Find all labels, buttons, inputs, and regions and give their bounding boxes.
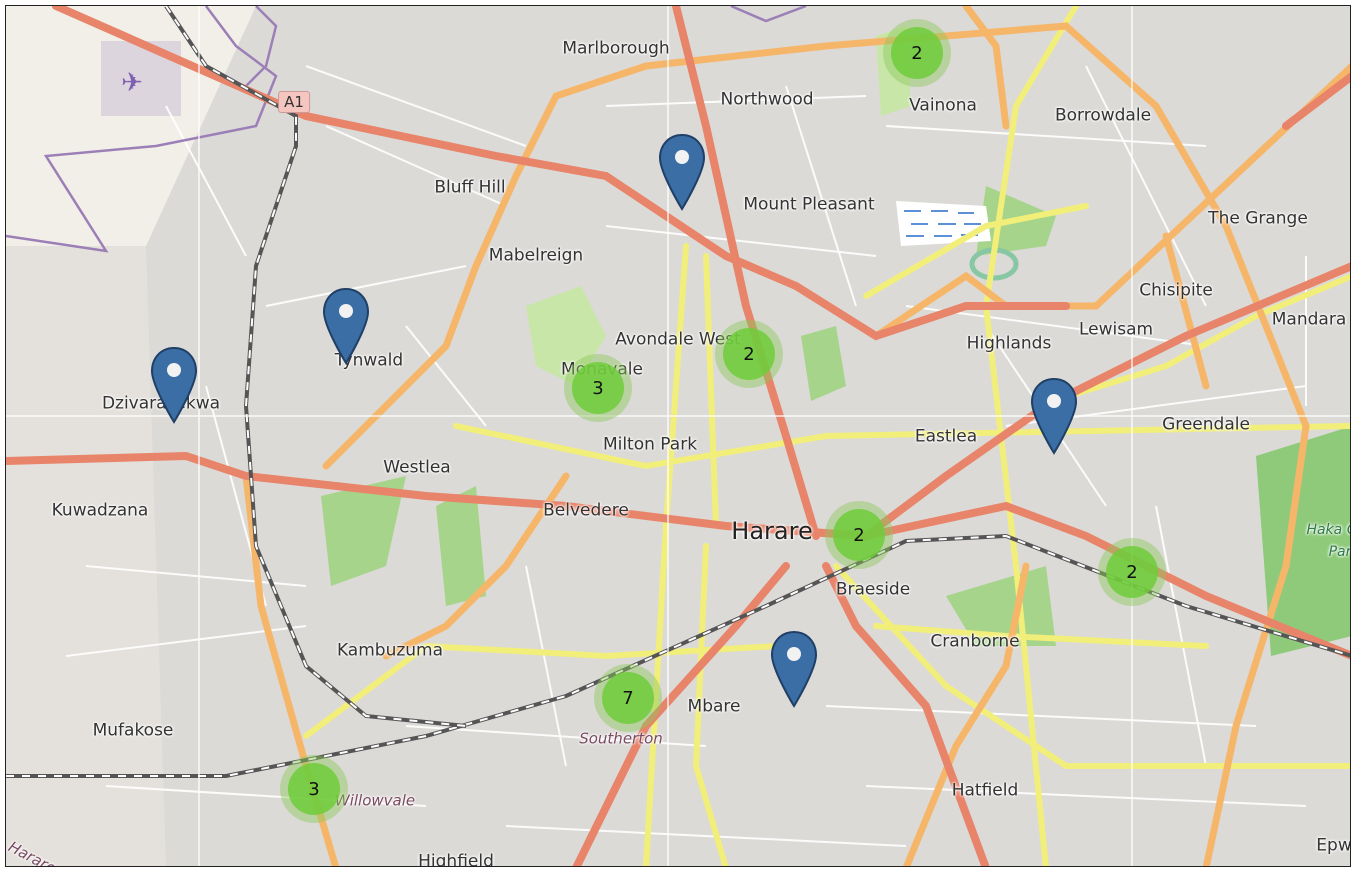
cluster-count: 2 bbox=[723, 328, 775, 380]
place-label-vainona: Vainona bbox=[909, 95, 977, 116]
place-label-willowvale: Willowvale bbox=[334, 791, 416, 810]
map-pin-marker[interactable] bbox=[150, 346, 198, 424]
place-label-hatfield: Hatfield bbox=[951, 780, 1019, 801]
place-label-chisipite: Chisipite bbox=[1139, 280, 1213, 301]
place-label-mount-pleasant: Mount Pleasant bbox=[743, 194, 875, 215]
location-pin-icon bbox=[322, 287, 370, 365]
road-badge-a1: A1 bbox=[278, 91, 310, 113]
cluster-count: 3 bbox=[572, 362, 624, 414]
cluster-marker-avondale[interactable]: 2 bbox=[715, 320, 783, 388]
place-label-mbare: Mbare bbox=[687, 696, 741, 717]
map-base-layer: ✈ bbox=[6, 6, 1350, 866]
place-label-borrowdale: Borrowdale bbox=[1054, 105, 1152, 126]
place-label-dzivarasekwa: Dzivarasekwa bbox=[101, 393, 221, 414]
map-pin-marker[interactable] bbox=[658, 133, 706, 211]
place-label-lewisam: Lewisam bbox=[1078, 319, 1154, 340]
map-pin-marker[interactable] bbox=[770, 630, 818, 708]
place-label-haka-park-line2: Par bbox=[1328, 544, 1351, 560]
place-label-marlborough: Marlborough bbox=[562, 38, 670, 59]
place-label-highlands: Highlands bbox=[966, 333, 1052, 354]
place-label-southerton: Southerton bbox=[579, 729, 663, 748]
cluster-marker-willowvale[interactable]: 3 bbox=[280, 755, 348, 823]
place-label-cranborne: Cranborne bbox=[930, 631, 1020, 652]
cluster-marker-vainona[interactable]: 2 bbox=[883, 19, 951, 87]
place-label-mandara: Mandara bbox=[1271, 309, 1347, 330]
svg-text:✈: ✈ bbox=[121, 68, 143, 98]
place-label-mabelreign: Mabelreign bbox=[488, 245, 584, 266]
cluster-marker-monavale[interactable]: 3 bbox=[564, 354, 632, 422]
place-label-kambuzuma: Kambuzuma bbox=[336, 640, 444, 661]
cluster-count: 3 bbox=[288, 763, 340, 815]
location-pin-icon bbox=[150, 346, 198, 424]
place-label-epworth: Epw bbox=[1316, 835, 1351, 856]
place-label-harare: Harare bbox=[731, 517, 813, 545]
place-label-milton-park: Milton Park bbox=[602, 434, 698, 455]
place-label-bluff-hill: Bluff Hill bbox=[434, 177, 506, 198]
place-label-mufakose: Mufakose bbox=[92, 720, 174, 741]
map-canvas[interactable]: ✈ bbox=[5, 5, 1351, 867]
location-pin-icon bbox=[1030, 377, 1078, 455]
cluster-count: 2 bbox=[891, 27, 943, 79]
cluster-count: 2 bbox=[833, 509, 885, 561]
place-label-the-grange: The Grange bbox=[1208, 208, 1308, 229]
cluster-count: 2 bbox=[1106, 546, 1158, 598]
place-label-northwood: Northwood bbox=[720, 89, 814, 110]
cluster-marker-harare[interactable]: 2 bbox=[825, 501, 893, 569]
location-pin-icon bbox=[770, 630, 818, 708]
place-label-eastlea: Eastlea bbox=[914, 426, 978, 447]
cluster-marker-southerton[interactable]: 7 bbox=[594, 664, 662, 732]
cluster-marker-greendale[interactable]: 2 bbox=[1098, 538, 1166, 606]
place-label-braeside: Braeside bbox=[835, 579, 911, 600]
place-label-westlea: Westlea bbox=[383, 457, 451, 478]
place-label-haka-park: Haka G bbox=[1306, 522, 1350, 538]
map-pin-marker[interactable] bbox=[322, 287, 370, 365]
place-label-greendale: Greendale bbox=[1162, 414, 1250, 435]
place-label-kuwadzana: Kuwadzana bbox=[51, 500, 149, 521]
location-pin-icon bbox=[658, 133, 706, 211]
place-label-belvedere: Belvedere bbox=[543, 500, 629, 521]
place-label-tynwald: Tynwald bbox=[334, 350, 404, 371]
place-label-highfield: Highfield bbox=[418, 851, 494, 867]
place-label-avondale-west: Avondale West bbox=[615, 329, 741, 350]
map-pin-marker[interactable] bbox=[1030, 377, 1078, 455]
cluster-count: 7 bbox=[602, 672, 654, 724]
